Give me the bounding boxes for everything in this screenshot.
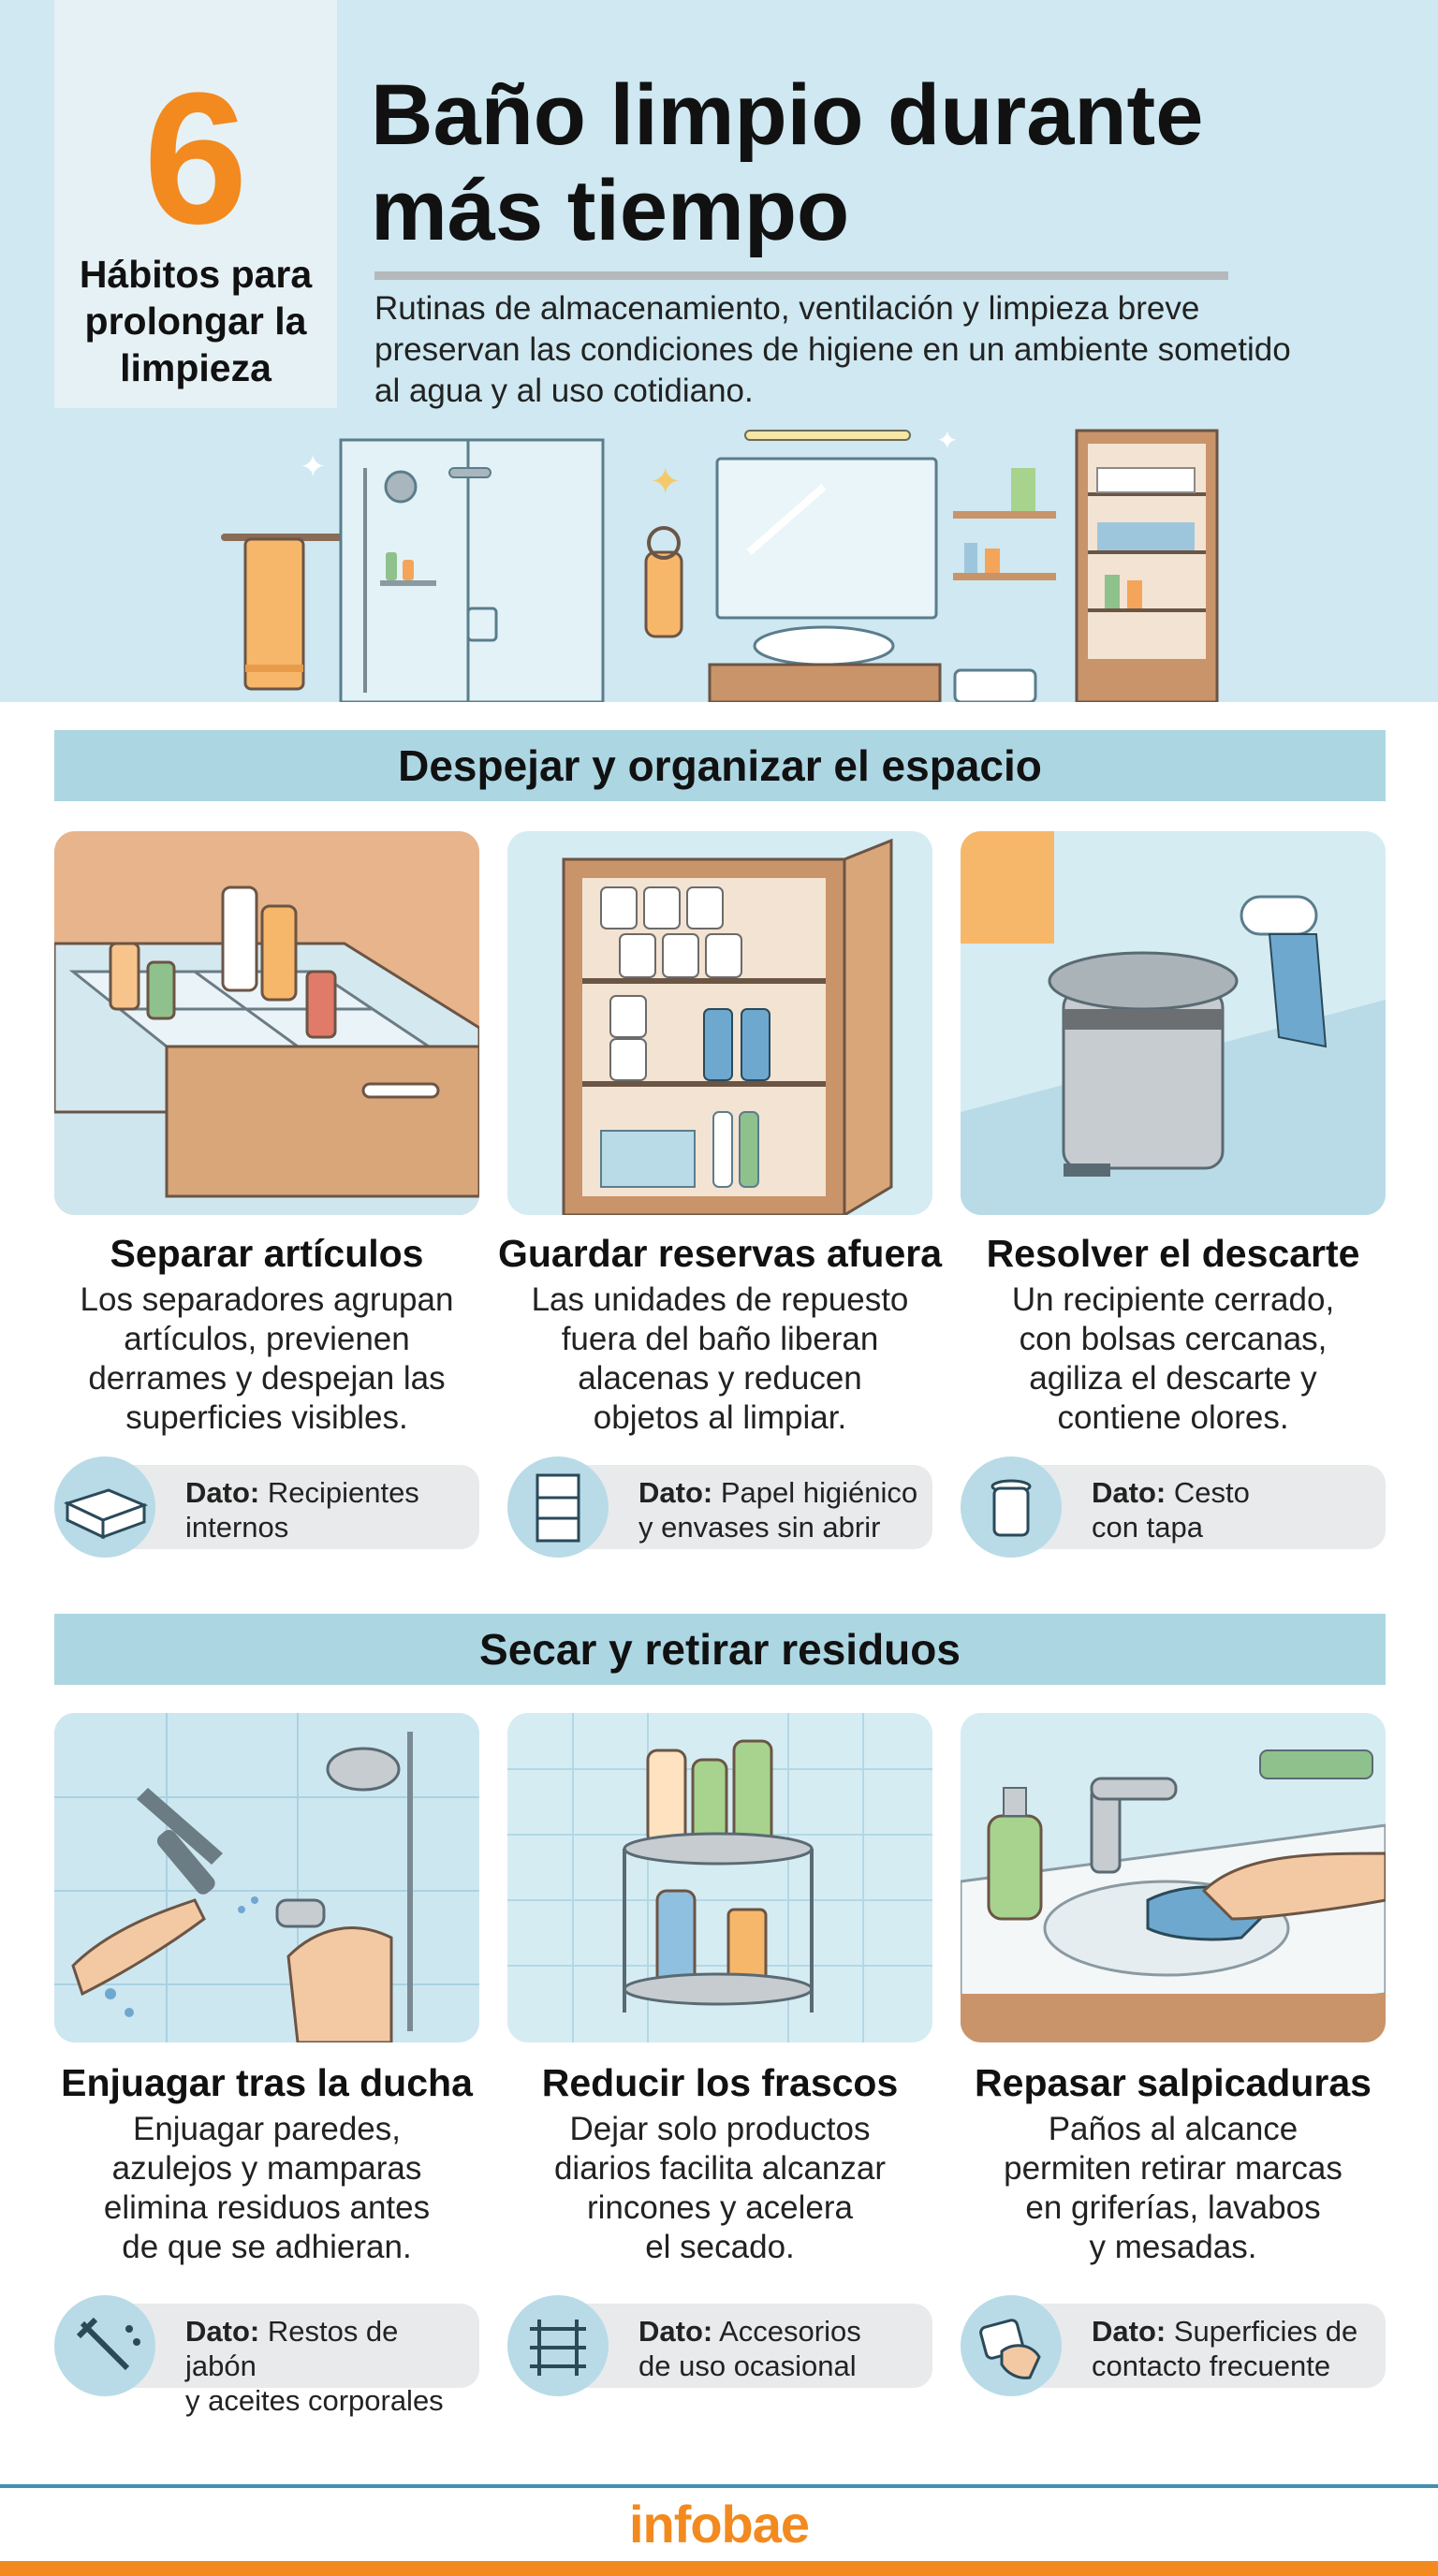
fact-box: Dato: Recipientes internos	[54, 1456, 479, 1558]
card-description: Un recipiente cerrado, con bolsas cercan…	[1011, 1281, 1335, 1436]
rinse-shower-illustration	[54, 1713, 479, 2042]
card-description: Las unidades de repuesto fuera del baño …	[531, 1281, 909, 1436]
trash-bin-icon	[961, 1456, 1062, 1558]
drawer-organizer-icon	[54, 1456, 155, 1558]
supply-cabinet-illustration	[507, 831, 932, 1215]
squeegee-icon	[54, 2295, 155, 2396]
trash-bin-illustration	[961, 831, 1386, 1215]
section-header-organize: Despejar y organizar el espacio	[54, 730, 1386, 801]
page-subtitle: Rutinas de almacenamiento, ventilación y…	[374, 290, 1291, 409]
badge-text: Hábitos para prolongar la limpieza	[79, 253, 313, 389]
fact-text: Dato: Recipientes internos	[185, 1476, 419, 1544]
badge-number: 6	[143, 54, 248, 263]
svg-text:✦: ✦	[300, 449, 327, 485]
fact-text: Dato: Cesto con tapa	[1092, 1476, 1250, 1544]
shelf-icon	[507, 2295, 609, 2396]
brand-logo[interactable]: infobae	[628, 2495, 810, 2554]
caddy-shelf-illustration	[507, 1713, 932, 2042]
drawer-organizer-illustration	[54, 831, 479, 1215]
card-description: Enjuagar paredes, azulejos y mamparas el…	[103, 2111, 431, 2265]
section-title: Secar y retirar residuos	[479, 1625, 961, 1674]
fact-text: Dato: Superficies de contacto frecuente	[1092, 2315, 1358, 2382]
card-description: Dejar solo productos diarios facilita al…	[553, 2111, 887, 2265]
towel-bar-icon	[221, 534, 361, 691]
card-description: Paños al alcance permiten retirar marcas…	[1004, 2111, 1343, 2265]
fact-text: Dato: Papel higiénico y envases sin abri…	[638, 1476, 918, 1544]
card-title: Enjuagar tras la ducha	[61, 2061, 473, 2104]
card-title: Separar artículos	[110, 1232, 424, 1275]
habits-badge: 6 Hábitos para prolongar la limpieza	[54, 0, 337, 408]
card-title: Repasar salpicaduras	[975, 2061, 1372, 2104]
shower-icon	[339, 438, 605, 702]
bathroom-illustration: ✦ ✦ ✦	[187, 412, 1255, 702]
wall-shelves-icon	[953, 468, 1056, 702]
cloth-hand-icon	[961, 2295, 1062, 2396]
fact-box: Dato: Accesorios de uso ocasional	[507, 2295, 932, 2396]
footer-bar	[0, 2561, 1438, 2576]
fact-box: Dato: Restos de jabón y aceites corporal…	[54, 2295, 479, 2417]
storage-cabinet-icon	[1075, 429, 1219, 702]
fact-box: Dato: Papel higiénico y envases sin abri…	[507, 1456, 932, 1558]
fact-box: Dato: Superficies de contacto frecuente	[961, 2295, 1386, 2396]
wipe-sink-illustration	[961, 1713, 1386, 2042]
section-title: Despejar y organizar el espacio	[398, 741, 1042, 790]
card-description: Los separadores agrupan artículos, previ…	[80, 1281, 454, 1436]
card-title: Resolver el descarte	[986, 1232, 1360, 1275]
footer-divider	[0, 2484, 1438, 2488]
card-title: Reducir los frascos	[541, 2061, 899, 2104]
fact-text: Dato: Accesorios de uso ocasional	[638, 2315, 861, 2382]
title-divider	[374, 271, 1228, 280]
card-title: Guardar reservas afuera	[497, 1232, 943, 1275]
section-header-dry: Secar y retirar residuos	[54, 1614, 1386, 1685]
mirror-sink-icon	[644, 430, 942, 702]
svg-text:✦: ✦	[650, 461, 682, 503]
svg-text:✦: ✦	[936, 426, 958, 455]
page-title: Baño limpio durante más tiempo	[371, 67, 1204, 258]
cabinet-icon	[507, 1456, 609, 1558]
fact-text: Dato: Restos de jabón y aceites corporal…	[185, 2315, 444, 2417]
fact-box: Dato: Cesto con tapa	[961, 1456, 1386, 1558]
